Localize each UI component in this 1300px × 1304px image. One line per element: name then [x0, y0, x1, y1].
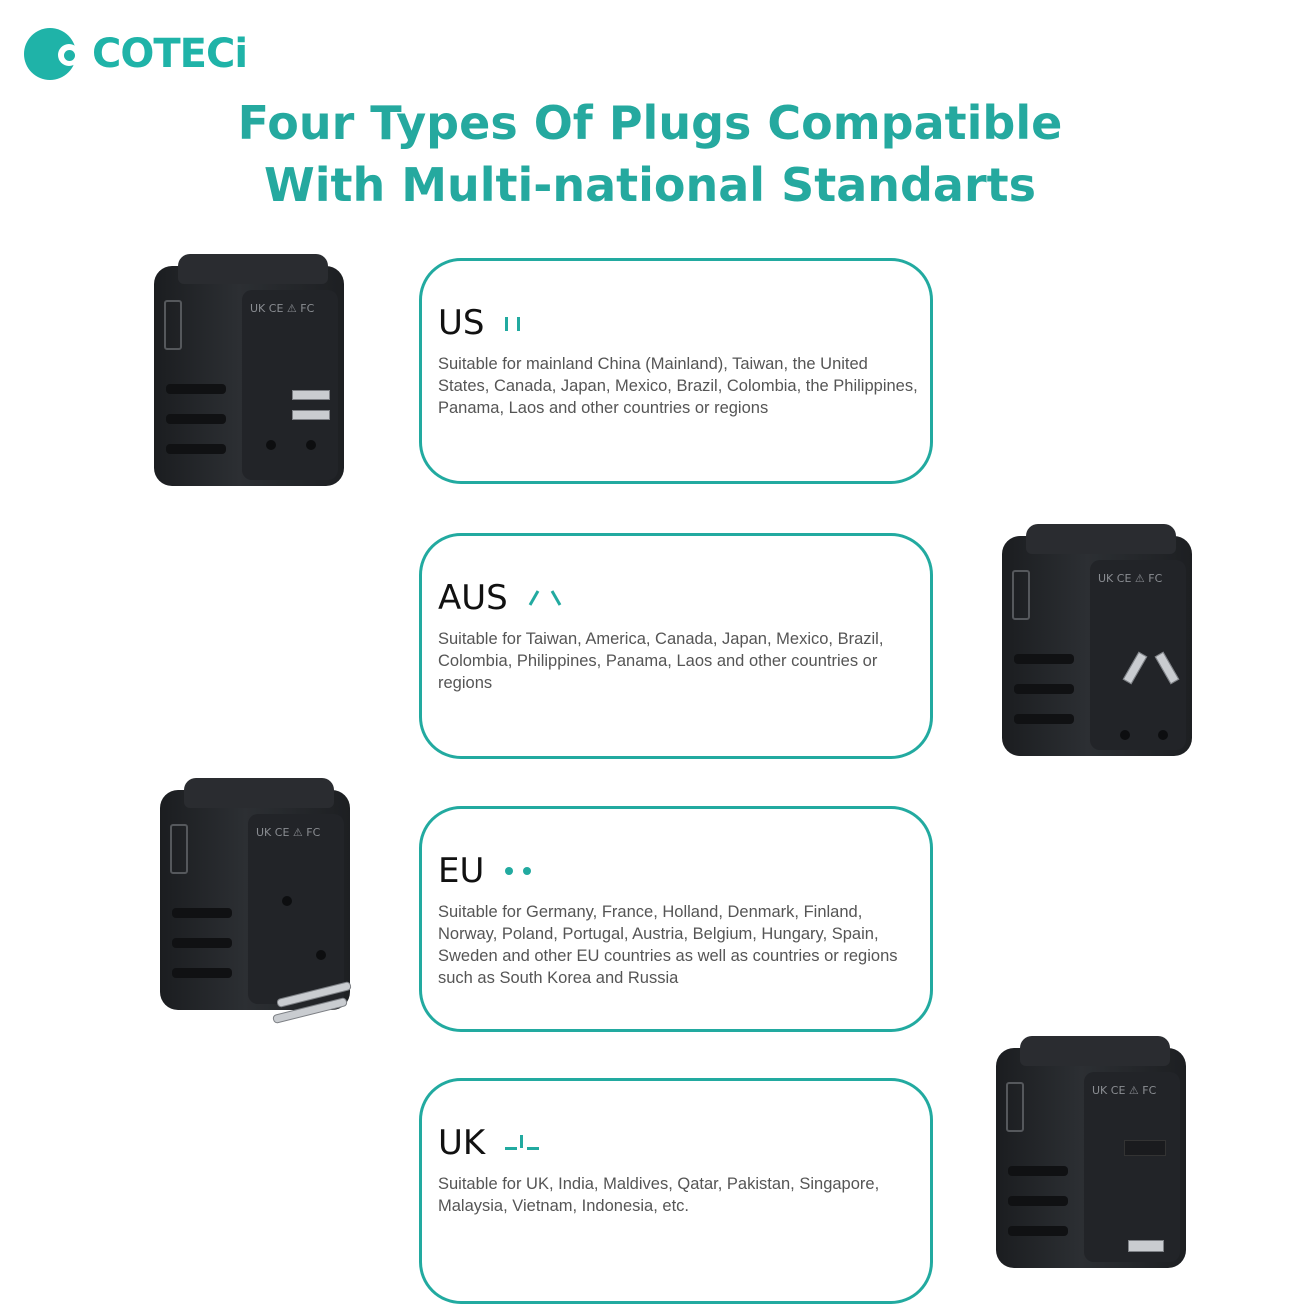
- plug-card-eu: EU Suitable for Germany, France, Holland…: [419, 806, 933, 1032]
- plug-code: US: [438, 303, 485, 343]
- eu-plug-pins-icon: [502, 861, 538, 881]
- brand-mark-icon: [24, 28, 82, 80]
- plug-description: Suitable for Germany, France, Holland, D…: [438, 903, 898, 987]
- uk-plug-pins-icon: [503, 1131, 543, 1155]
- title-line-1: Four Types Of Plugs Compatible: [237, 96, 1063, 150]
- title-line-2: With Multi-national Standarts: [263, 158, 1037, 212]
- plug-card-us: US Suitable for mainland China (Mainland…: [419, 258, 933, 484]
- adapter-marks: UK CE ⚠ FC: [250, 302, 315, 315]
- adapter-marks: UK CE ⚠ FC: [1092, 1084, 1157, 1097]
- us-plug-pins-icon: [502, 313, 526, 333]
- page-title: Four Types Of Plugs Compatible With Mult…: [0, 92, 1300, 216]
- aus-plug-pins-icon: [526, 587, 566, 609]
- adapter-marks: UK CE ⚠ FC: [256, 826, 321, 839]
- brand-name: COTECi: [92, 31, 248, 77]
- adapter-uk-image: UK CE ⚠ FC: [996, 1036, 1186, 1268]
- plug-code: AUS: [438, 578, 508, 618]
- brand-logo: COTECi: [24, 26, 248, 82]
- plug-description: Suitable for mainland China (Mainland), …: [438, 355, 918, 417]
- adapter-aus-image: UK CE ⚠ FC: [1002, 524, 1192, 756]
- plug-description: Suitable for UK, India, Maldives, Qatar,…: [438, 1175, 880, 1215]
- plug-description: Suitable for Taiwan, America, Canada, Ja…: [438, 630, 884, 692]
- adapter-us-image: UK CE ⚠ FC: [154, 254, 344, 486]
- adapter-marks: UK CE ⚠ FC: [1098, 572, 1163, 585]
- plug-card-uk: UK Suitable for UK, India, Maldives, Qat…: [419, 1078, 933, 1304]
- adapter-eu-image: UK CE ⚠ FC: [160, 778, 352, 1025]
- plug-code: UK: [438, 1123, 486, 1163]
- plug-card-aus: AUS Suitable for Taiwan, America, Canada…: [419, 533, 933, 759]
- plug-code: EU: [438, 851, 485, 891]
